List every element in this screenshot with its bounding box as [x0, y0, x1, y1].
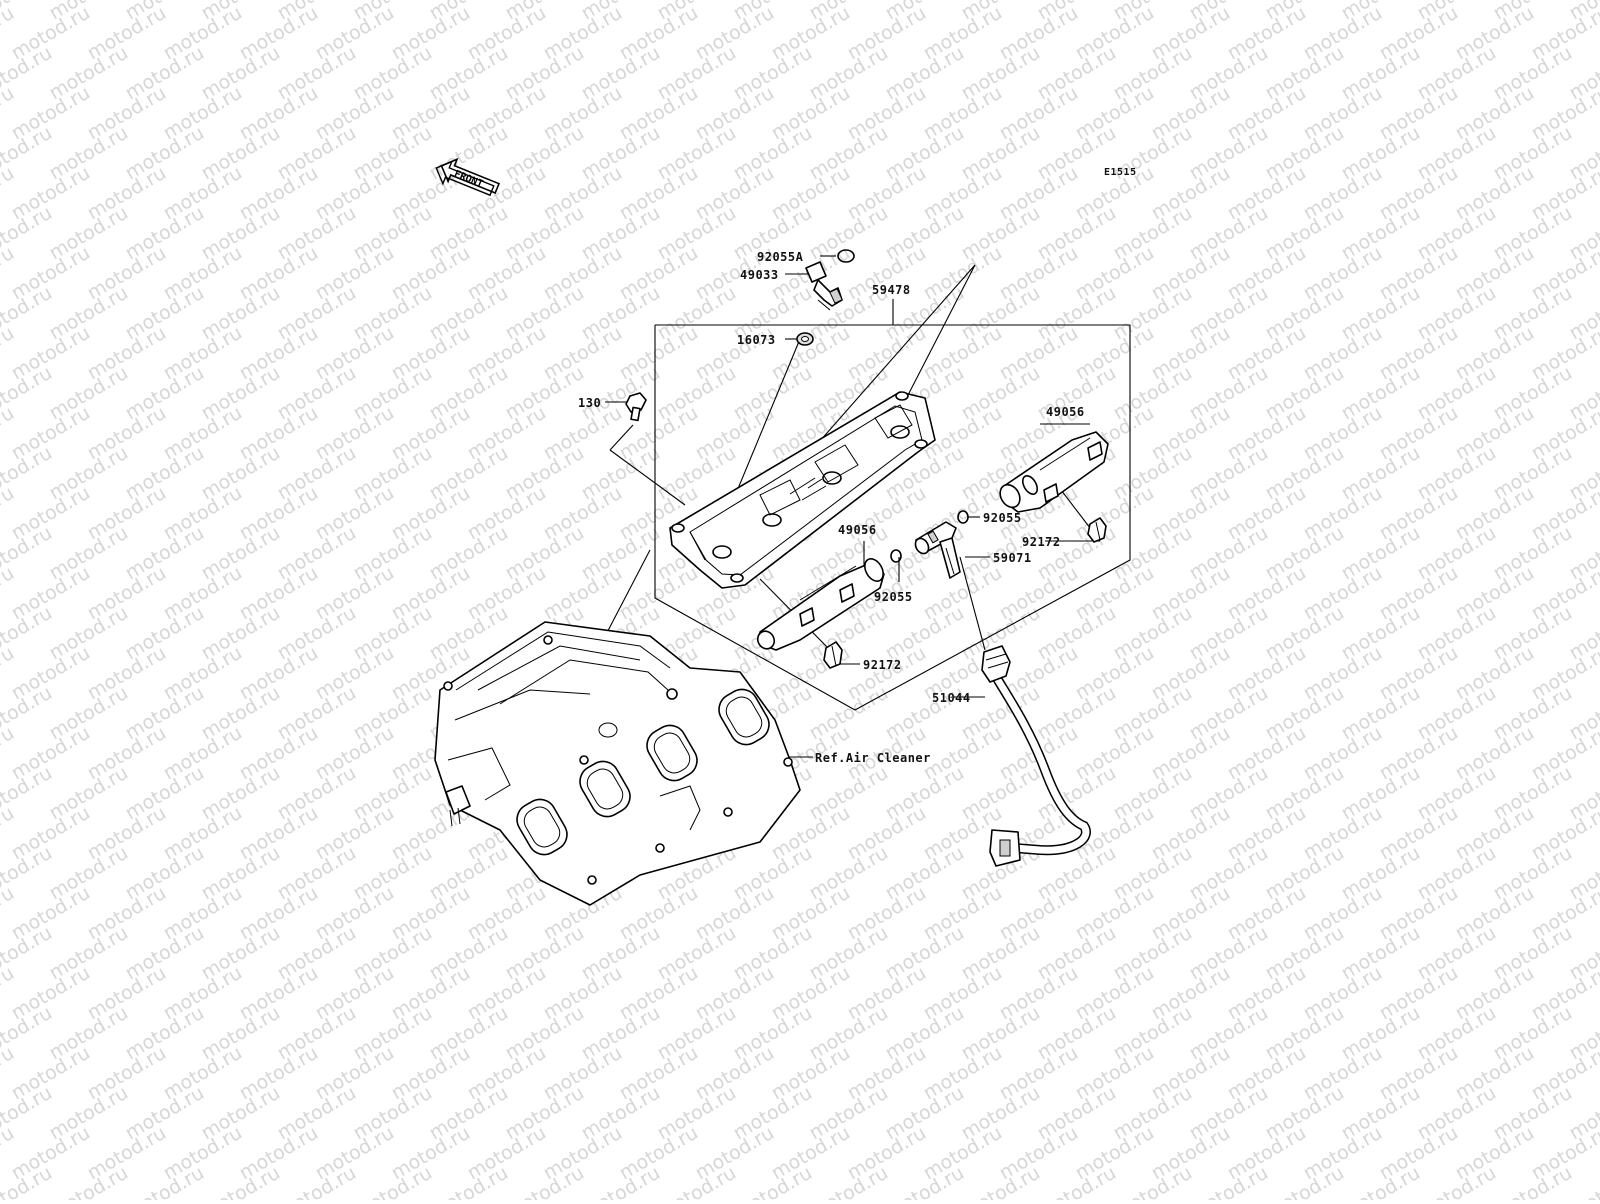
callout-49056-right: 49056	[1046, 405, 1085, 419]
callout-51044: 51044	[932, 691, 971, 705]
bolt-130	[626, 393, 646, 420]
callout-92055a: 92055A	[757, 250, 804, 264]
callout-92172-right: 92172	[1022, 535, 1061, 549]
callout-49033: 49033	[740, 268, 779, 282]
callout-92055-right: 92055	[983, 511, 1022, 525]
callout-ref-air-cleaner: Ref.Air Cleaner	[815, 751, 931, 765]
callout-59071: 59071	[993, 551, 1032, 565]
callout-92055-left: 92055	[874, 590, 913, 604]
diagram-code: E1515	[1104, 167, 1137, 178]
callout-16073: 16073	[737, 333, 776, 347]
callout-49056-left: 49056	[838, 523, 877, 537]
washer-16073	[797, 333, 813, 345]
callout-130: 130	[578, 396, 601, 410]
callout-59478: 59478	[872, 283, 911, 297]
callout-92172-left: 92172	[863, 658, 902, 672]
